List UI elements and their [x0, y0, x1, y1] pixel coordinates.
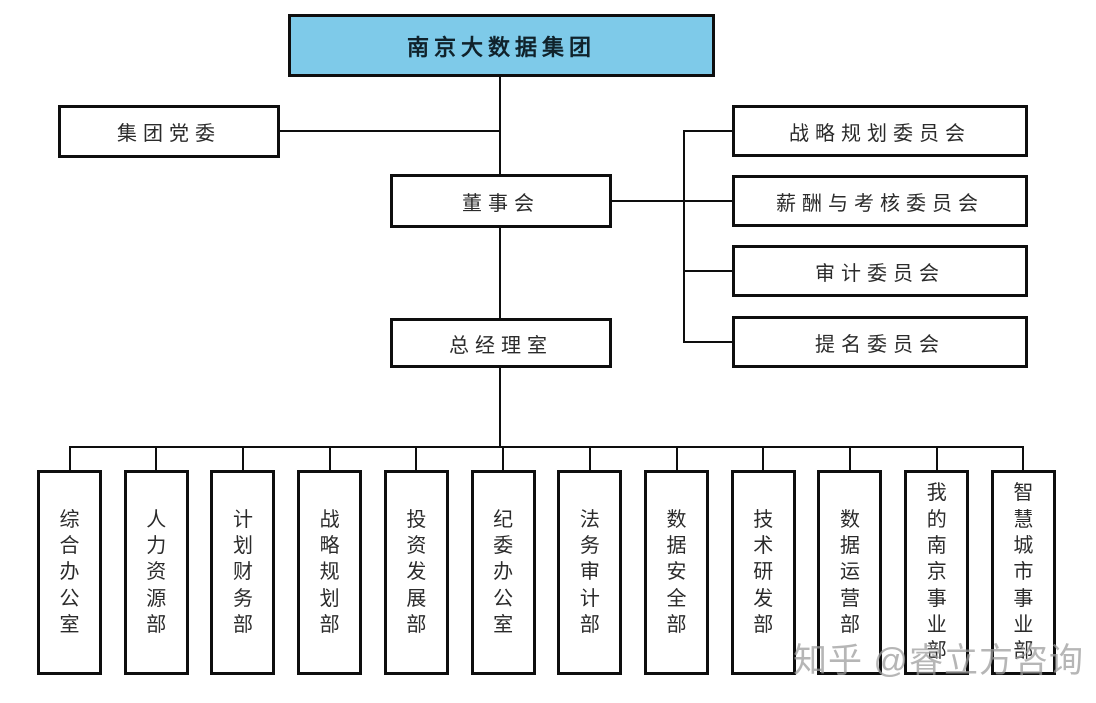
department-label: 我 的 南 京 事 业 部 [926, 482, 947, 663]
connector-line [328, 446, 331, 473]
department-node: 战 略 规 划 部 [297, 446, 363, 675]
department-label: 投 资 发 展 部 [406, 508, 427, 637]
department-label: 智 慧 城 市 事 业 部 [1013, 482, 1034, 663]
connector-committee-3 [683, 270, 732, 272]
connector-line [675, 446, 678, 473]
department-node: 数 据 运 营 部 [817, 446, 883, 675]
connector-committee-4 [683, 341, 732, 343]
connector-party-to-trunk [280, 130, 500, 132]
connector-line [935, 446, 938, 473]
department-node: 纪 委 办 公 室 [470, 446, 536, 675]
connector-line [762, 446, 765, 473]
department-node: 综 合 办 公 室 [37, 446, 102, 675]
root-node: 南京大数据集团 [288, 14, 715, 77]
department-node: 数 据 安 全 部 [644, 446, 710, 675]
connector-board-to-committee-rail [612, 200, 685, 202]
department-label: 纪 委 办 公 室 [493, 508, 514, 637]
connector-line [415, 446, 418, 473]
department-label: 法 务 审 计 部 [579, 508, 600, 637]
connector-root-to-board [499, 77, 501, 174]
committee-label: 审计委员会 [815, 262, 945, 285]
board-node: 董事会 [390, 174, 612, 228]
department-label: 综 合 办 公 室 [59, 508, 80, 637]
board-label: 董事会 [462, 192, 540, 215]
connector-line [848, 446, 851, 473]
connector-line [68, 446, 71, 473]
party-committee-label: 集团党委 [117, 123, 221, 145]
general-manager-node: 总经理室 [390, 318, 612, 368]
committee-node-audit: 审计委员会 [732, 245, 1028, 297]
connector-committee-1 [683, 130, 732, 132]
department-label: 技 术 研 发 部 [753, 508, 774, 637]
department-node: 计 划 财 务 部 [210, 446, 276, 675]
department-node: 人 力 资 源 部 [123, 446, 189, 675]
department-node: 技 术 研 发 部 [730, 446, 796, 675]
party-committee-node: 集团党委 [58, 105, 280, 158]
department-row: 综 合 办 公 室 人 力 资 源 部 计 划 财 务 部 战 略 规 划 部 … [37, 446, 1056, 675]
connector-committee-2 [683, 200, 732, 202]
connector-line [588, 446, 591, 473]
committee-label: 提名委员会 [815, 333, 945, 356]
connector-gm-to-bus [499, 368, 501, 446]
root-label: 南京大数据集团 [406, 34, 596, 60]
connector-board-to-gm [499, 228, 501, 318]
committee-label: 战略规划委员会 [789, 122, 971, 145]
connector-line [1022, 446, 1025, 473]
department-node: 投 资 发 展 部 [383, 446, 449, 675]
committee-node-nomination: 提名委员会 [732, 316, 1028, 368]
committee-node-compensation: 薪酬与考核委员会 [732, 175, 1028, 227]
connector-line [241, 446, 244, 473]
department-label: 数 据 安 全 部 [666, 508, 687, 637]
department-label: 战 略 规 划 部 [319, 508, 340, 637]
committee-rail [683, 130, 685, 343]
committee-node-strategy: 战略规划委员会 [732, 105, 1028, 157]
general-manager-label: 总经理室 [449, 334, 553, 357]
connector-line [502, 446, 505, 473]
department-label: 人 力 资 源 部 [146, 508, 167, 637]
department-node: 我 的 南 京 事 业 部 [904, 446, 970, 675]
department-label: 数 据 运 营 部 [839, 508, 860, 637]
department-label: 计 划 财 务 部 [232, 508, 253, 637]
committee-label: 薪酬与考核委员会 [776, 192, 984, 215]
department-node: 法 务 审 计 部 [557, 446, 623, 675]
connector-line [155, 446, 158, 473]
department-node: 智 慧 城 市 事 业 部 [990, 446, 1056, 675]
department-bus-line [69, 446, 1024, 448]
